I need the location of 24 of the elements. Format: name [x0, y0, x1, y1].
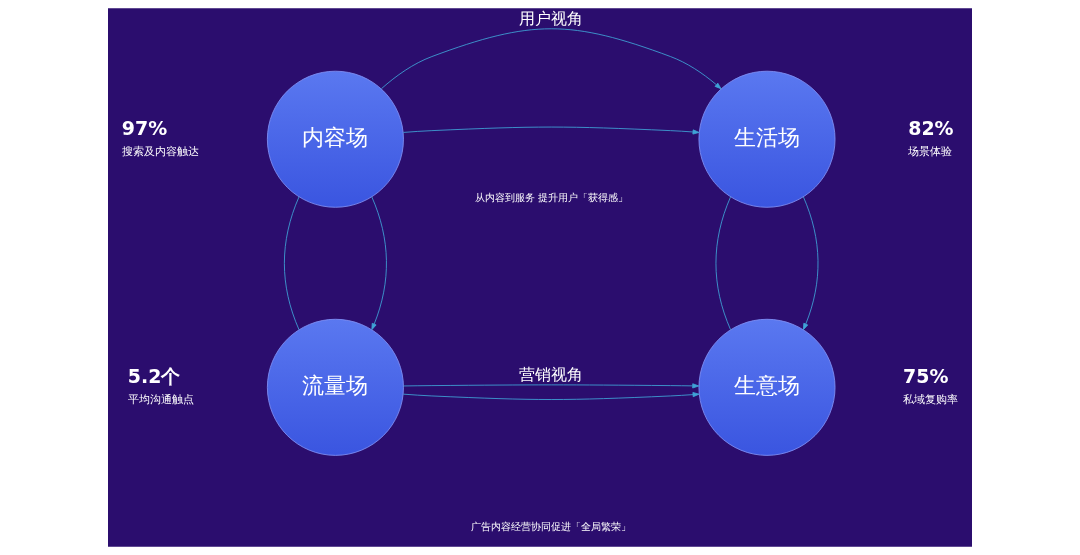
- arrow: [802, 196, 819, 331]
- label: 广告内容经营协同促进「全局繁荣」: [471, 520, 632, 533]
- arrow: [402, 392, 700, 400]
- connector: [715, 196, 731, 331]
- node-label: 场景体验: [908, 145, 953, 159]
- arrow: [402, 126, 700, 135]
- label: 从内容到服务 提升用户「获得感」: [474, 191, 628, 204]
- node-label: 5.2个: [127, 364, 181, 387]
- node-label: 平均沟通触点: [127, 393, 194, 407]
- node-circle: 生意场: [698, 318, 836, 456]
- node-label: 75%: [903, 364, 949, 387]
- node-label: 私域复购率: [903, 393, 959, 407]
- node-circle: 内容场: [266, 70, 404, 208]
- arrow: [380, 28, 722, 90]
- edge-label: 用户视角: [519, 10, 584, 29]
- edge-label: 营销视角: [519, 365, 584, 384]
- node-label: 82%: [908, 116, 954, 139]
- node-label: 97%: [121, 116, 168, 139]
- arrow: [371, 196, 387, 331]
- connector: [283, 196, 300, 331]
- arrow: [403, 383, 700, 389]
- node-label: 搜索及内容触达: [121, 145, 199, 159]
- node-circle: 流量场: [266, 318, 404, 456]
- node-circle: 生活场: [698, 70, 836, 208]
